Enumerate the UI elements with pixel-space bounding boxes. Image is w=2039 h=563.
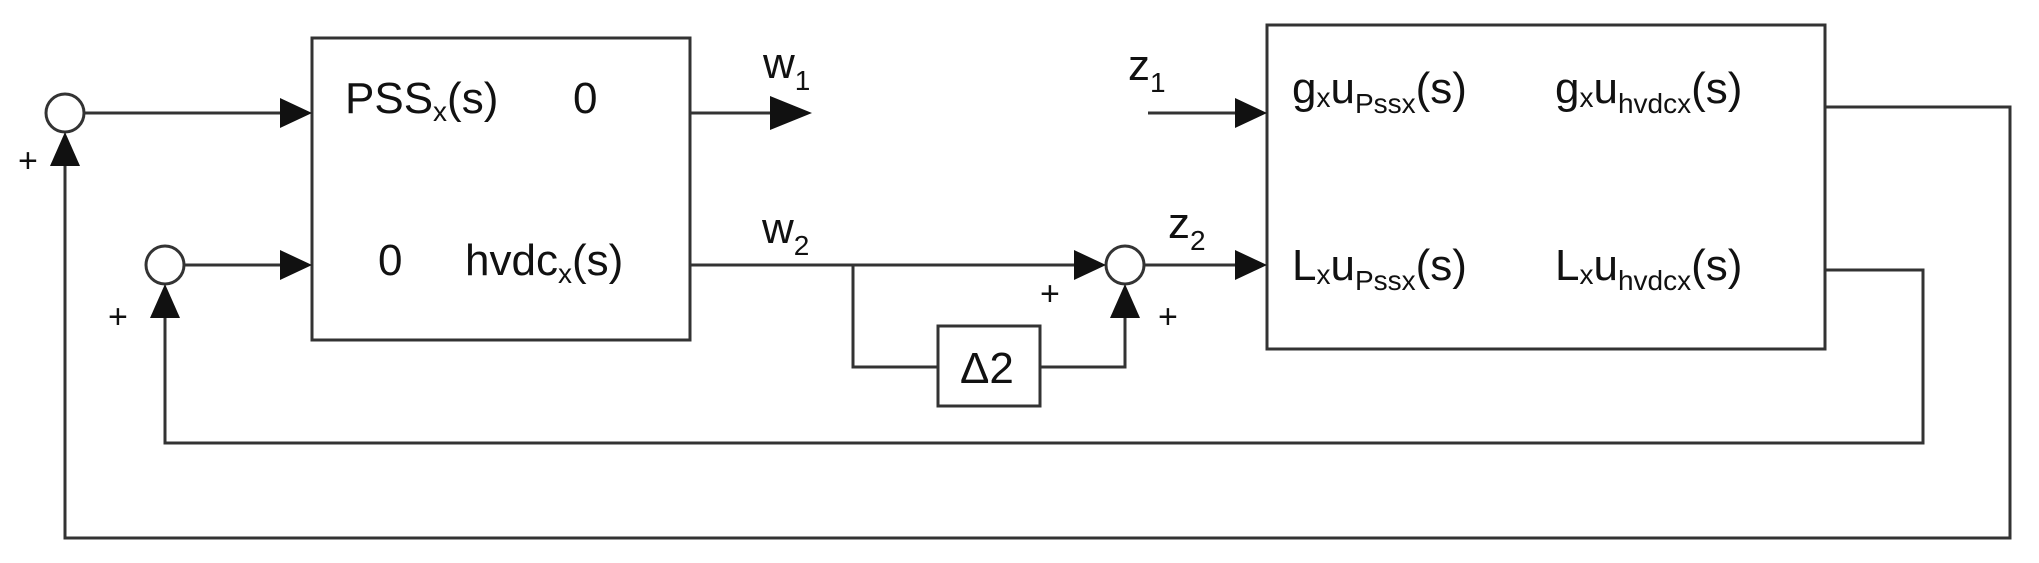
arrow-up-icon bbox=[1110, 284, 1140, 318]
controller-zero-entry-row2: 0 bbox=[378, 236, 402, 285]
signal-w2-label: w2 bbox=[761, 204, 809, 261]
outer-feedback-wire bbox=[63, 105, 2012, 540]
signal-w1-label: w1 bbox=[762, 39, 810, 96]
inner-feedback-wire bbox=[163, 268, 1925, 445]
arrow-right-icon bbox=[1235, 98, 1267, 128]
sign-outer-feedback: + bbox=[18, 142, 38, 180]
arrow-right-icon bbox=[280, 98, 312, 128]
delta-to-sum3-wire bbox=[1040, 312, 1127, 369]
arrow-up-icon bbox=[50, 132, 80, 166]
sign-inner-feedback: + bbox=[108, 298, 128, 336]
arrow-right-icon bbox=[1074, 250, 1106, 280]
controller-hvdc-entry: hvdcx(s) bbox=[465, 236, 623, 289]
controller-zero-entry-row1: 0 bbox=[573, 74, 597, 123]
plant-block bbox=[1265, 23, 1827, 351]
controller-pss-entry: PSSx(s) bbox=[345, 74, 498, 127]
controller-block bbox=[310, 36, 692, 342]
uncertainty-block bbox=[936, 324, 1042, 408]
sign-delta-path: + bbox=[1158, 298, 1178, 336]
summing-junction-outer bbox=[44, 92, 86, 134]
signal-z2-label: z2 bbox=[1168, 199, 1206, 256]
summing-junction-delta bbox=[1104, 244, 1146, 286]
plant-entry-g-pss: gxuPssx(s) bbox=[1292, 64, 1467, 119]
plant-entry-l-hvdc: Lxuhvdcx(s) bbox=[1555, 241, 1742, 296]
plant-entry-g-hvdc: gxuhvdcx(s) bbox=[1555, 64, 1742, 119]
arrow-right-icon bbox=[280, 250, 312, 280]
signal-z1-label: z1 bbox=[1128, 41, 1166, 98]
arrow-up-icon bbox=[150, 284, 180, 318]
wires bbox=[63, 105, 2012, 540]
summing-junction-inner bbox=[144, 244, 186, 286]
arrow-right-icon bbox=[770, 96, 812, 130]
plant-entry-l-pss: LxuPssx(s) bbox=[1292, 241, 1467, 296]
arrow-right-icon bbox=[1235, 250, 1267, 280]
sign-delta-direct: + bbox=[1040, 275, 1060, 313]
arrowheads bbox=[50, 96, 1267, 318]
delta-branch-wire bbox=[851, 265, 938, 369]
uncertainty-label: Δ2 bbox=[960, 344, 1014, 393]
